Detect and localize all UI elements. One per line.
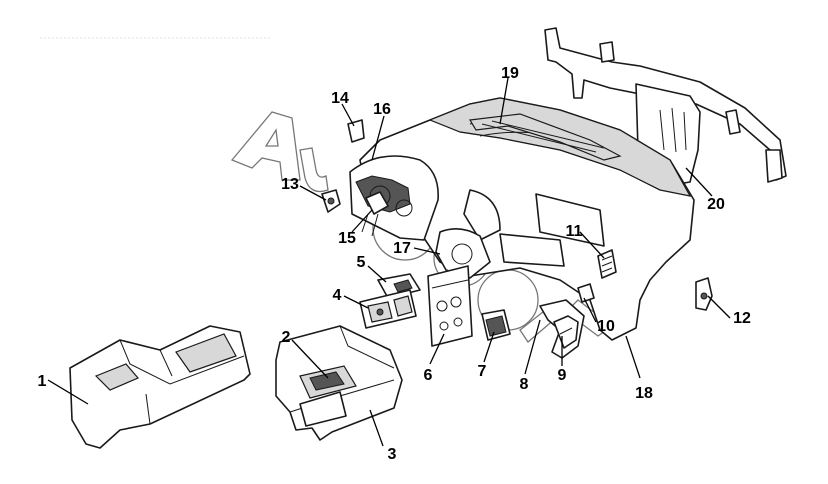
callout-15: 15 bbox=[338, 230, 356, 247]
callout-20: 20 bbox=[707, 196, 725, 213]
callout-11: 11 bbox=[566, 223, 583, 240]
lower-bracket bbox=[539, 299, 585, 359]
callout-16: 16 bbox=[373, 101, 391, 118]
console-rear bbox=[69, 325, 251, 449]
callout-9: 9 bbox=[558, 367, 567, 384]
callout-4: 4 bbox=[333, 287, 342, 304]
defrost-vent-strip bbox=[469, 113, 622, 161]
callout-17: 17 bbox=[393, 240, 411, 257]
end-cap bbox=[695, 277, 713, 311]
callout-13: 13 bbox=[281, 176, 299, 193]
switch-block bbox=[481, 309, 511, 341]
callout-3: 3 bbox=[388, 446, 397, 463]
callout-8: 8 bbox=[520, 376, 529, 393]
small-parts bbox=[321, 119, 389, 237]
callout-2: 2 bbox=[282, 329, 291, 346]
callout-18: 18 bbox=[635, 385, 653, 402]
leader-lines bbox=[47, 77, 731, 447]
callout-1: 1 bbox=[38, 373, 47, 390]
center-facia bbox=[427, 265, 473, 347]
callout-12: 12 bbox=[733, 310, 751, 327]
callout-10: 10 bbox=[597, 318, 615, 335]
callout-6: 6 bbox=[424, 367, 433, 384]
callout-19: 19 bbox=[501, 65, 519, 82]
callout-labels: 1 2 3 4 5 6 7 8 9 10 11 12 13 14 15 16 1… bbox=[38, 65, 751, 463]
callout-14: 14 bbox=[331, 90, 349, 107]
callout-5: 5 bbox=[357, 254, 366, 271]
callout-7: 7 bbox=[478, 363, 487, 380]
radio-unit bbox=[359, 289, 417, 329]
glovebox-latch bbox=[577, 283, 595, 303]
